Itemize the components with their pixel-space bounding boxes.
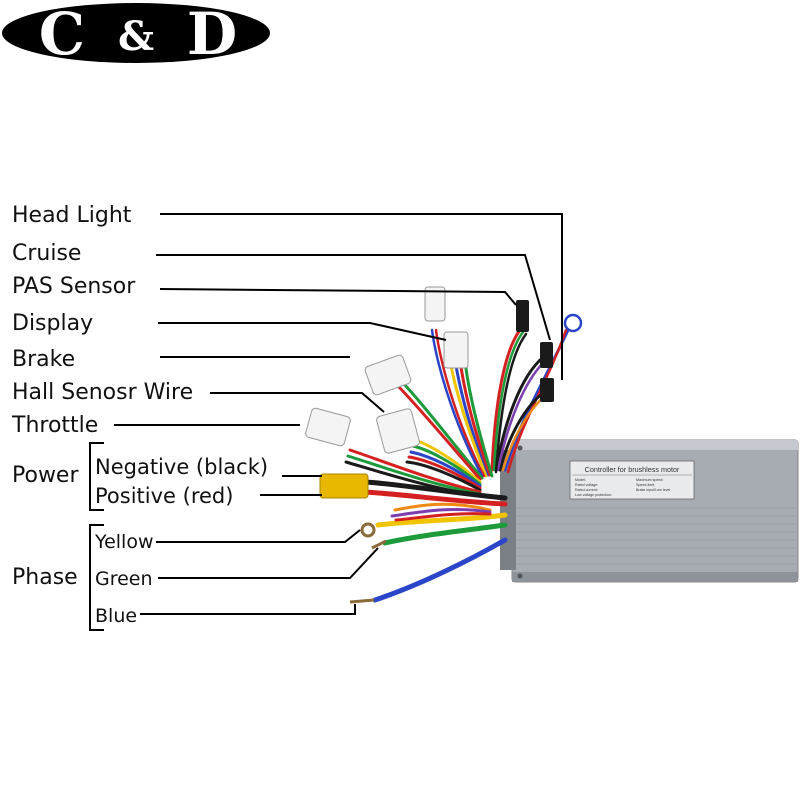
plate-row: Speed-limit: [636,483,655,487]
brake-wire [494,358,542,472]
brake-plug-wire [398,378,484,480]
headlight-loop-connector [563,313,583,333]
display-wire [463,358,494,478]
brand-logo: C & D [2,0,270,68]
throttle-wire [346,454,482,496]
phase-blue-wire [372,537,508,603]
hall-sensor-wire [407,455,482,490]
connectors [305,286,583,604]
plate-row: Maximum speed: [636,478,663,482]
pas-wire [494,332,528,474]
plate-row: Model: [575,478,586,482]
phase-green-terminal [371,539,387,550]
pas-wire [492,330,525,472]
display-wire [448,358,488,478]
wire-harness [344,328,570,603]
label-hall-sensor: Hall Senosr Wire [12,380,193,405]
logo-letter-d: D [187,0,237,68]
phase-bracket [89,524,104,631]
throttle-connector [305,407,351,447]
label-green: Green [95,568,153,590]
plate-row: Rated current: [575,488,598,492]
hall-sensor-connector [376,408,420,454]
brake-wire [496,360,546,472]
logo-ampersand: & [118,13,154,60]
brake-plug-wire [394,382,482,481]
pas-connector [516,300,529,332]
label-display: Display [12,311,93,336]
plate-row: Low voltage protection: [575,493,612,497]
hall-sensor-wire [409,450,482,488]
brake-plug-white [364,354,412,396]
logo-letter-c: C [39,0,85,68]
display-leader [158,322,447,341]
phase-green-wire [382,522,508,546]
blue-leader [140,604,356,615]
power-xt60-connector [319,473,369,499]
logo-ellipse [2,3,270,63]
display-connector [443,331,469,369]
green-leader [158,547,379,579]
cruise-connector [540,342,553,368]
label-cruise: Cruise [12,241,81,266]
controller-label-plate: Controller for brushless motor Model: Ma… [569,460,695,500]
label-pas-sensor: PAS Sensor [12,274,136,299]
phase-blue-terminal [349,598,375,604]
label-yellow: Yellow [94,531,154,553]
label-brake: Brake [12,347,75,372]
power-bracket [89,442,104,511]
label-positive: Positive (red) [95,484,233,508]
brake-connector-black [540,378,554,402]
cruise-leader [156,254,551,341]
phase-yellow-wire [375,512,508,528]
pas-sensor-leader [159,288,517,306]
plate-row: Rated voltage: [575,483,598,487]
top-white-plug [424,286,446,322]
leader-lines [89,213,563,631]
hall-sensor-leader [210,392,385,413]
top-plug-wire [434,328,486,478]
phase-yellow-terminal [360,522,376,538]
top-plug-wire [430,328,484,478]
label-blue: Blue [95,605,137,627]
hall-sensor-wire [405,460,482,492]
label-throttle: Throttle [11,413,98,438]
power-negative-wire [362,479,508,501]
plate-title: Controller for brushless motor [585,465,680,474]
display-wire [458,358,492,477]
power-positive-wire [362,489,508,507]
throttle-wire [348,448,482,494]
label-head-light: Head Light [12,203,132,228]
hall-sensor-wire [411,444,482,486]
labels: Head Light Cruise PAS Sensor Display Bra… [11,203,268,627]
display-wire [453,358,490,477]
yellow-leader [156,529,361,543]
label-power: Power [12,463,79,488]
pas-wire [490,328,522,472]
head-light-leader [160,213,563,380]
plate-row: Brake input/Low level [636,488,670,492]
controller-box: Controller for brushless motor Model: Ma… [500,439,799,583]
label-negative: Negative (black) [95,455,268,479]
label-phase: Phase [12,565,78,590]
